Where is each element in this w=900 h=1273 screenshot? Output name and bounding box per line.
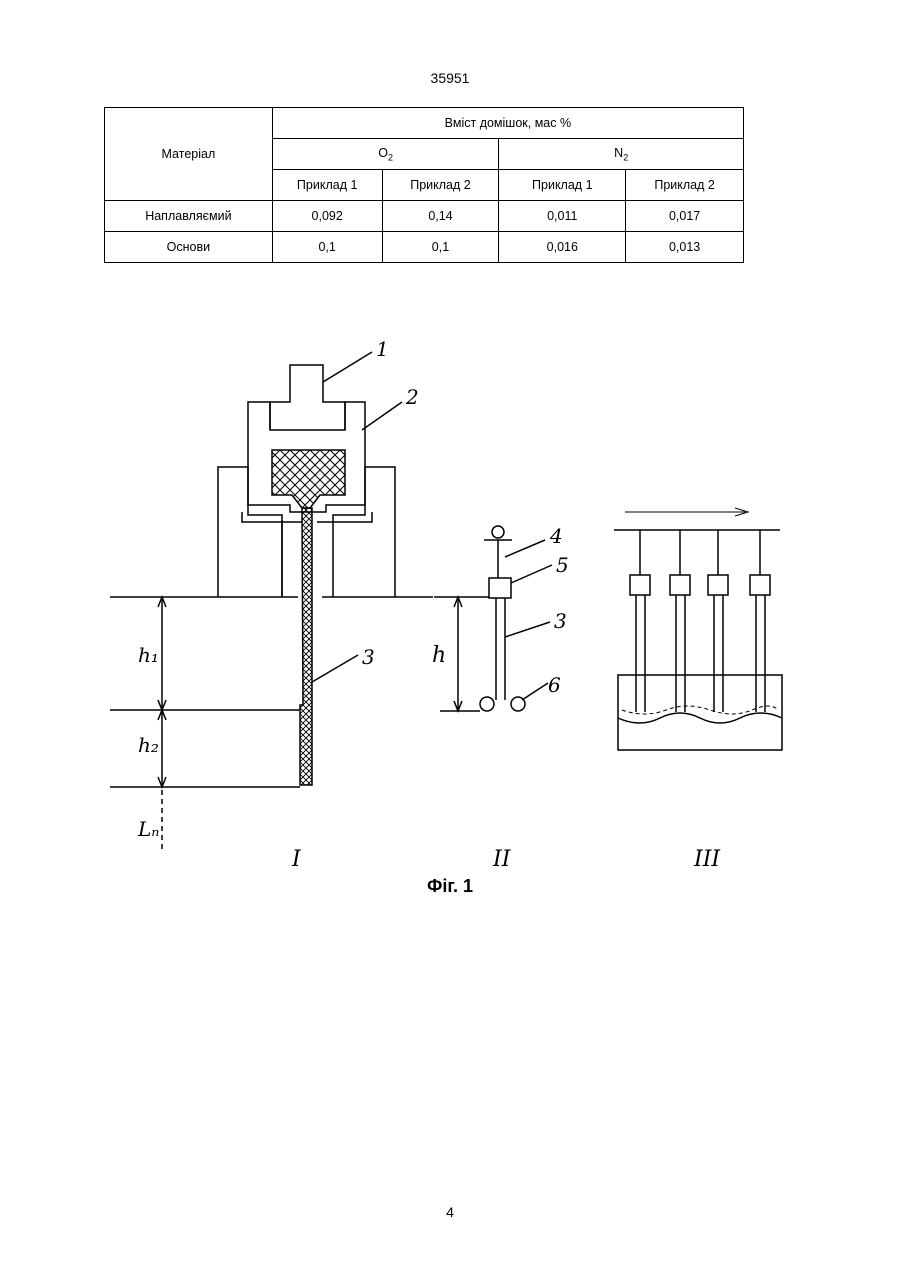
example-header: Приклад 2	[382, 170, 499, 201]
example-header: Приклад 1	[499, 170, 626, 201]
table-cell: 0,017	[626, 201, 744, 232]
label-part-2: 2	[405, 385, 419, 409]
page-header-number: 35951	[0, 70, 900, 86]
table-row: Наплавляємий 0,092 0,14 0,011 0,017	[105, 201, 744, 232]
table-cell: 0,011	[499, 201, 626, 232]
label-part-3b: 3	[554, 609, 567, 633]
label-ln: Lₙ	[137, 817, 159, 841]
label-part-5: 5	[556, 553, 569, 577]
row-material: Наплавляємий	[105, 201, 273, 232]
figure-caption: Фіг. 1	[0, 876, 900, 897]
table-row: Основи 0,1 0,1 0,016 0,013	[105, 232, 744, 263]
contamination-table: Матеріал Вміст домішок, мас % O2 N2 Прик…	[104, 107, 744, 263]
table-cell: 0,016	[499, 232, 626, 263]
content-header: Вміст домішок, мас %	[272, 108, 743, 139]
page-footer-number: 4	[0, 1204, 900, 1220]
panel-label-ii: II	[492, 847, 512, 872]
panel-ii-drawing	[434, 526, 552, 711]
label-part-6: 6	[548, 673, 561, 697]
example-header: Приклад 2	[626, 170, 744, 201]
group-o2-header: O2	[272, 139, 499, 170]
material-header: Матеріал	[105, 108, 273, 201]
table-cell: 0,013	[626, 232, 744, 263]
label-h1: h₁	[138, 643, 159, 667]
example-header: Приклад 1	[272, 170, 382, 201]
label-part-4: 4	[549, 524, 563, 548]
table-cell: 0,14	[382, 201, 499, 232]
group-n2-header: N2	[499, 139, 744, 170]
label-h2: h₂	[138, 733, 159, 757]
panel-label-iii: III	[693, 847, 721, 872]
technical-drawing: 1 2 3 h₁ h₂ Lₙ 4 5 3 6 h I II III	[100, 330, 800, 875]
panel-iii-drawing	[614, 508, 782, 750]
panel-i-drawing	[110, 352, 433, 850]
panel-label-i: I	[291, 847, 302, 872]
label-part-3: 3	[362, 645, 375, 669]
label-h: h	[432, 643, 446, 668]
row-material: Основи	[105, 232, 273, 263]
table-cell: 0,092	[272, 201, 382, 232]
table-cell: 0,1	[272, 232, 382, 263]
label-part-1: 1	[376, 337, 389, 361]
table-cell: 0,1	[382, 232, 499, 263]
